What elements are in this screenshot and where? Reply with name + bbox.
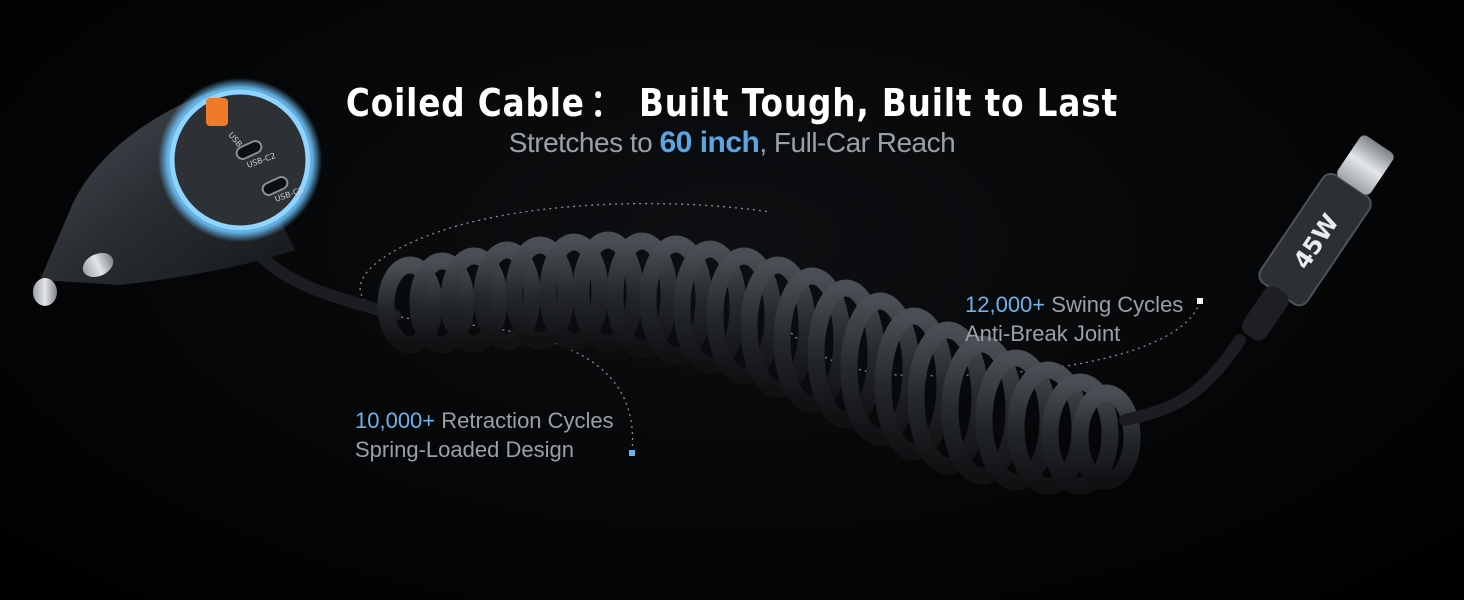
swing-count: 12,000+ (965, 292, 1046, 317)
charger-contact (82, 252, 114, 278)
swing-label: Swing Cycles (1051, 292, 1184, 317)
retraction-guide-line (359, 202, 771, 453)
subheadline-before: Stretches to (508, 127, 653, 158)
swing-guide-dot (1197, 298, 1203, 304)
swing-guide-line (769, 299, 1201, 377)
coiled-cable (377, 231, 1141, 495)
subheadline-after: , Full-Car Reach (759, 127, 956, 158)
retraction-count: 10,000+ (355, 408, 436, 433)
subheadline-highlight: 60 inch (659, 126, 760, 159)
callout-swing: 12,000+ Swing Cycles Anti-Break Joint (965, 290, 1183, 348)
headline-main: Built Tough, Built to Last (639, 81, 1119, 125)
retraction-guide-dot (629, 450, 635, 456)
usb-c2-port (235, 140, 263, 160)
headline-prefix: Coiled Cable (345, 81, 585, 125)
retraction-detail: Spring-Loaded Design (355, 437, 574, 462)
car-charger: USB-A USB-C2 USB-C1 (33, 78, 322, 306)
cable-lead (249, 244, 401, 321)
retraction-label: Retraction Cycles (441, 408, 614, 433)
cable-tail (1119, 334, 1246, 426)
callout-retraction: 10,000+ Retraction Cycles Spring-Loaded … (355, 406, 614, 464)
headline-separator: ： (589, 81, 624, 125)
usb-a-port (206, 98, 228, 126)
usb-c1-port (261, 176, 289, 196)
swing-detail: Anti-Break Joint (965, 321, 1121, 346)
subheadline: Stretches to 60 inch, Full-Car Reach (0, 126, 1464, 160)
headline: Coiled Cable： Built Tough, Built to Last (102, 72, 1361, 127)
charger-plug-tip (33, 278, 57, 306)
usb-c-connector: 45W (1241, 135, 1394, 341)
